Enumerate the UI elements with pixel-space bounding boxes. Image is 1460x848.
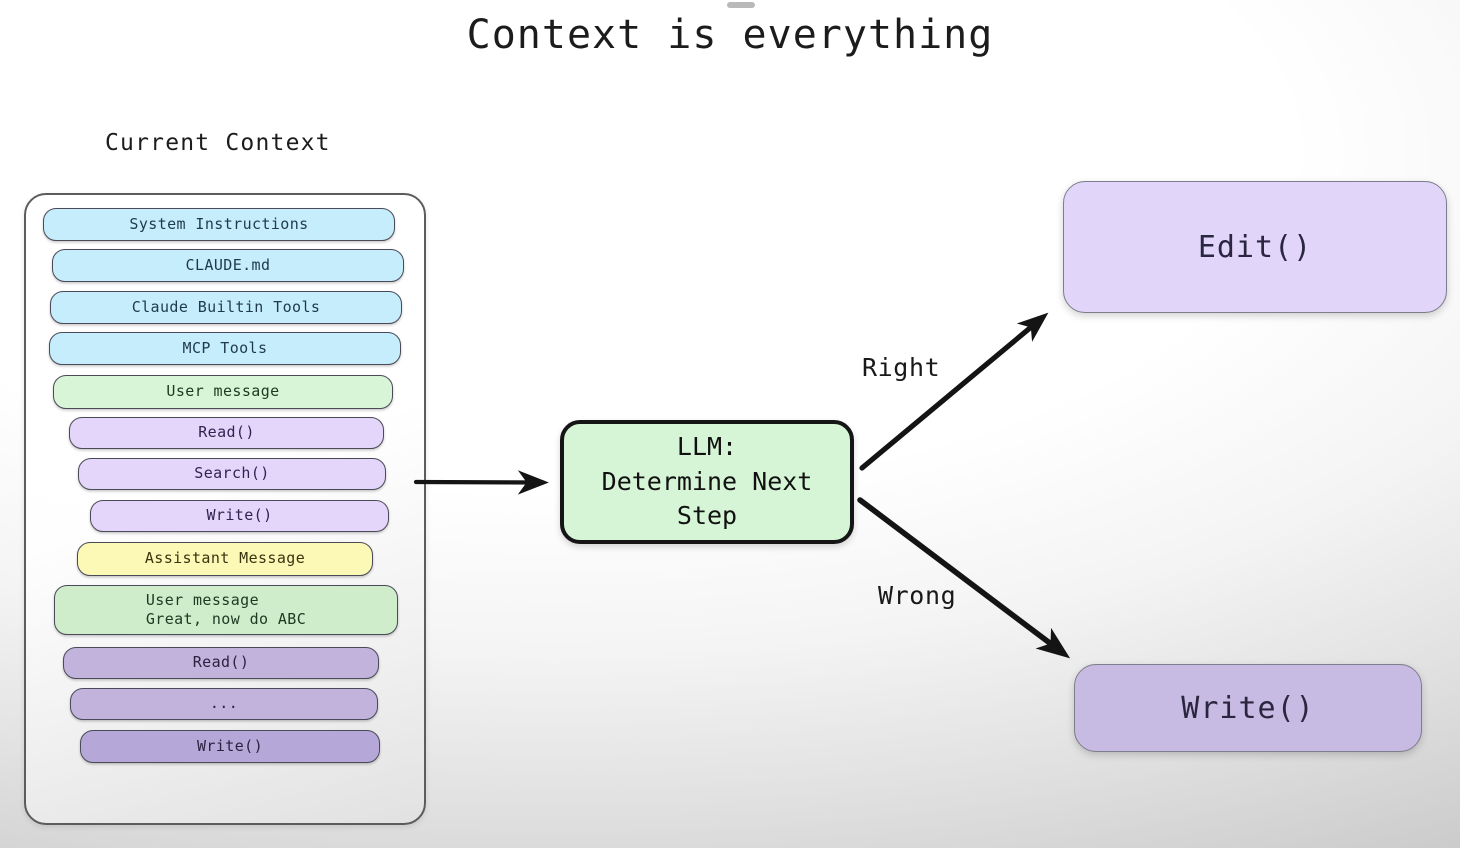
context-item-user-4[interactable]: User message [53, 375, 393, 409]
context-item-system-2[interactable]: Claude Builtin Tools [50, 291, 402, 324]
llm-to-edit-arrow [859, 312, 1049, 471]
page-title: Context is everything [466, 12, 994, 58]
context-panel-heading: Current Context [105, 130, 331, 156]
edge-label-right: Right [862, 353, 941, 382]
context-item-tool-old-11[interactable]: ... [70, 688, 378, 720]
context-item-tool-5[interactable]: Read() [69, 417, 384, 449]
edge-label-wrong: Wrong [878, 581, 957, 610]
context-item-system-1[interactable]: CLAUDE.md [52, 249, 404, 282]
outcome-node-write[interactable]: Write() [1074, 664, 1422, 752]
llm-node[interactable]: LLM: Determine Next Step [560, 420, 854, 544]
context-item-tool-old-12[interactable]: Write() [80, 730, 380, 763]
context-to-llm-arrow [413, 470, 549, 495]
context-item-tool-7[interactable]: Write() [90, 500, 389, 532]
context-item-tool-6[interactable]: Search() [78, 458, 386, 490]
outcome-node-edit[interactable]: Edit() [1063, 181, 1447, 313]
context-item-tool-old-10[interactable]: Read() [63, 647, 379, 679]
llm-to-write-arrow [857, 497, 1071, 659]
window-drag-handle[interactable] [727, 2, 755, 8]
context-item-system-0[interactable]: System Instructions [43, 208, 395, 241]
context-item-user-9[interactable]: User message Great, now do ABC [54, 585, 398, 635]
context-item-assistant-8[interactable]: Assistant Message [77, 542, 373, 576]
context-item-system-3[interactable]: MCP Tools [49, 332, 401, 365]
